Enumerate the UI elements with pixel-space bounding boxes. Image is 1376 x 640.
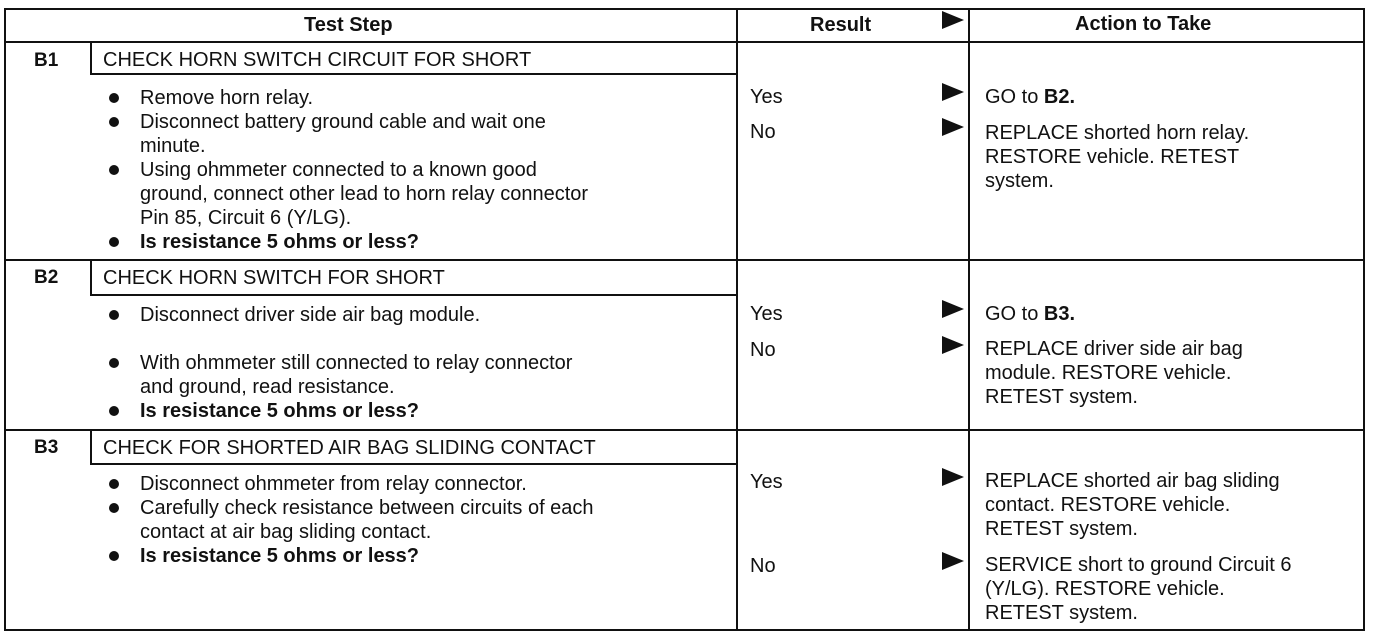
b2-yes-arrow-icon [942, 300, 964, 318]
b2-no-arrow-icon [942, 336, 964, 354]
action-column-divider [968, 8, 970, 631]
bullet-icon [109, 406, 119, 416]
header-arrow-icon [942, 11, 964, 29]
b1-action-no-line-1: REPLACE shorted horn relay. [985, 122, 1250, 144]
b1-line-3: minute. [140, 135, 206, 157]
b1-line-1: Remove horn relay. [140, 87, 314, 109]
b3-id-divider [90, 430, 92, 465]
b3-line-1: Disconnect ohmmeter from relay connector… [140, 473, 527, 495]
step-title-b1: CHECK HORN SWITCH CIRCUIT FOR SHORT [103, 49, 532, 71]
header-result: Result [810, 14, 872, 36]
b3-action-yes-line-2: contact. RESTORE vehicle. [985, 494, 1231, 516]
b2-line-2: With ohmmeter still connected to relay c… [140, 352, 573, 374]
b3-line-3: contact at air bag sliding contact. [140, 521, 432, 543]
b1-result-no: No [750, 121, 776, 143]
b2-result-no: No [750, 339, 776, 361]
step-id-b1: B1 [34, 50, 59, 71]
bullet-icon [109, 237, 119, 247]
b3-action-yes-line-3: RETEST system. [985, 518, 1138, 540]
b3-action-no-line-2: (Y/LG). RESTORE vehicle. [985, 578, 1225, 600]
b2-action-no-line-2: module. RESTORE vehicle. [985, 362, 1232, 384]
header-bottom-border [4, 41, 1365, 43]
b1-no-arrow-icon [942, 118, 964, 136]
bullet-icon [109, 503, 119, 513]
header-test-step: Test Step [304, 14, 393, 36]
bullet-icon [109, 165, 119, 175]
b2-title-underline [90, 294, 736, 296]
b2-action-no-line-1: REPLACE driver side air bag [985, 338, 1243, 360]
b2-line-3: and ground, read resistance. [140, 376, 395, 398]
b1-action-no-line-3: system. [985, 170, 1054, 192]
bullet-icon [109, 310, 119, 320]
b1-line-5: ground, connect other lead to horn relay… [140, 183, 589, 205]
b3-action-no-line-3: RETEST system. [985, 602, 1138, 624]
b1-yes-arrow-icon [942, 83, 964, 101]
b1-line-6: Pin 85, Circuit 6 (Y/LG). [140, 207, 352, 229]
b3-action-no-line-1: SERVICE short to ground Circuit 6 [985, 554, 1292, 576]
b1-line-2: Disconnect battery ground cable and wait… [140, 111, 546, 133]
b2-action-no-line-3: RETEST system. [985, 386, 1138, 408]
step-title-b3: CHECK FOR SHORTED AIR BAG SLIDING CONTAC… [103, 437, 596, 459]
b3-line-2: Carefully check resistance between circu… [140, 497, 594, 519]
result-column-divider [736, 8, 738, 631]
row-divider-b2-b3 [4, 429, 1365, 431]
bullet-icon [109, 117, 119, 127]
b3-no-arrow-icon [942, 552, 964, 570]
b1-action-no-line-2: RESTORE vehicle. RETEST [985, 146, 1240, 168]
b2-line-1: Disconnect driver side air bag module. [140, 304, 481, 326]
b1-line-4: Using ohmmeter connected to a known good [140, 159, 537, 181]
row-divider-b1-b2 [4, 259, 1365, 261]
b2-id-divider [90, 260, 92, 296]
b3-result-no: No [750, 555, 776, 577]
table-bottom-border [4, 629, 1365, 631]
b1-question: Is resistance 5 ohms or less? [140, 231, 420, 253]
b2-result-yes: Yes [750, 303, 783, 325]
b1-result-yes: Yes [750, 86, 783, 108]
b3-action-yes-line-1: REPLACE shorted air bag sliding [985, 470, 1280, 492]
b3-result-yes: Yes [750, 471, 783, 493]
table-left-border [4, 8, 6, 631]
b2-question: Is resistance 5 ohms or less? [140, 400, 420, 422]
b1-id-divider [90, 42, 92, 74]
header-action: Action to Take [1075, 13, 1212, 35]
bullet-icon [109, 358, 119, 368]
bullet-icon [109, 93, 119, 103]
table-top-border [4, 8, 1365, 10]
test-table: Test Step Result Action to Take B1 CHECK… [4, 8, 1365, 631]
step-id-b2: B2 [34, 267, 59, 288]
b2-action-yes: GO to B3. [985, 303, 1076, 325]
b3-question: Is resistance 5 ohms or less? [140, 545, 420, 567]
b1-action-yes: GO to B2. [985, 86, 1076, 108]
b1-title-underline [90, 73, 736, 75]
b3-title-underline [90, 463, 736, 465]
b3-yes-arrow-icon [942, 468, 964, 486]
table-right-border [1363, 8, 1365, 631]
step-id-b3: B3 [34, 437, 59, 458]
bullet-icon [109, 551, 119, 561]
bullet-icon [109, 479, 119, 489]
step-title-b2: CHECK HORN SWITCH FOR SHORT [103, 267, 445, 289]
